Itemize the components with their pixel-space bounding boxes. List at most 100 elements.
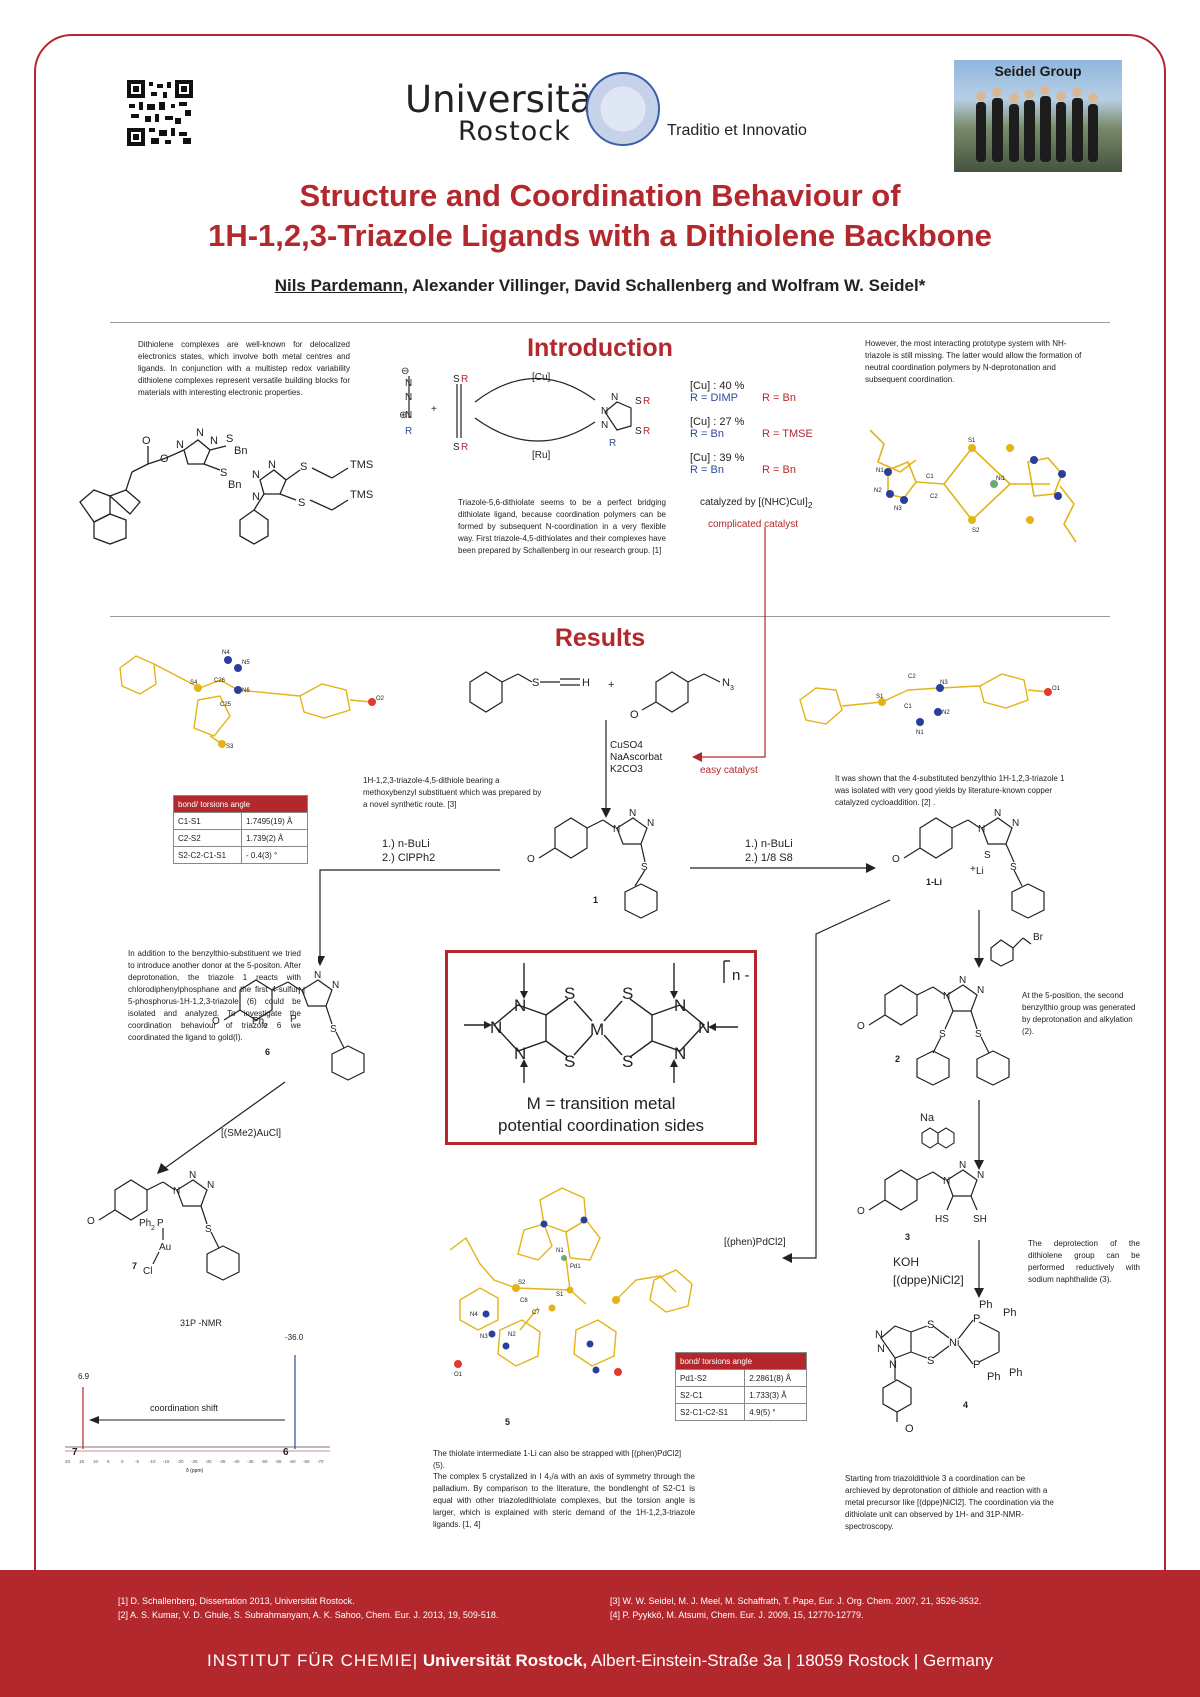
svg-text:N3: N3 <box>480 1334 488 1340</box>
university-motto: Traditio et Innovatio <box>667 122 807 139</box>
svg-text:S: S <box>1010 862 1017 873</box>
svg-text:S1: S1 <box>968 438 976 444</box>
svg-text:S1: S1 <box>556 1292 564 1298</box>
catalyst-ru-label: [Ru] <box>532 450 551 461</box>
catalyst-cu-label: [Cu] <box>532 372 551 383</box>
bis-dithiolene-complex: NNN SSM SS NNN <box>464 960 738 1093</box>
complicated-catalyst-label: complicated catalyst <box>708 519 799 530</box>
svg-text:S: S <box>298 497 305 509</box>
references-left: [1] D. Schallenberg, Dissertation 2013, … <box>118 1594 598 1622</box>
university-name: Universität <box>405 78 607 121</box>
svg-text:-35: -35 <box>219 1459 226 1464</box>
svg-text:S: S <box>622 984 633 1003</box>
svg-text:O: O <box>160 453 169 465</box>
svg-text:N: N <box>405 392 412 403</box>
svg-text:S2: S2 <box>518 1280 526 1286</box>
svg-text:S: S <box>564 984 575 1003</box>
results-heading: Results <box>554 624 646 652</box>
svg-text:S: S <box>635 396 642 407</box>
svg-text:N: N <box>889 1359 897 1371</box>
nmr-shift-label: coordination shift <box>150 1403 219 1413</box>
references-right: [3] W. W. Seidel, M. J. Meel, M. Schaffr… <box>610 1594 1090 1622</box>
introduction-heading: Introduction <box>527 334 673 362</box>
yield-r2-2: R = TMSE <box>762 428 813 440</box>
compound-4-label: 4 <box>963 1400 969 1410</box>
box-line-2: potential coordination sides <box>497 1116 705 1135</box>
nmr-title: 31P -NMR <box>180 1318 222 1328</box>
svg-text:C2: C2 <box>930 494 938 500</box>
svg-text:C1: C1 <box>926 474 934 480</box>
nmr-6-label: 6 <box>283 1447 289 1458</box>
svg-text:N: N <box>210 435 218 447</box>
arrow-to-1li <box>690 863 876 873</box>
svg-text:S: S <box>975 1029 982 1040</box>
footer-band: [1] D. Schallenberg, Dissertation 2013, … <box>0 1570 1200 1697</box>
text-gold-intro: In addition to the benzylthio-substituen… <box>128 949 301 1042</box>
nickel-reagents: KOH [(dppe)NiCl2] <box>893 1255 964 1287</box>
svg-text:Cl: Cl <box>143 1266 152 1277</box>
svg-text:O: O <box>87 1216 95 1227</box>
svg-text:-60: -60 <box>289 1459 296 1464</box>
svg-text:N: N <box>978 824 985 835</box>
svg-text:3: 3 <box>730 685 734 692</box>
svg-text:R: R <box>405 426 412 437</box>
nmr-peak-1-label: 6.9 <box>78 1372 90 1381</box>
svg-text:-50: -50 <box>261 1459 268 1464</box>
down-arrow-3 <box>974 1100 984 1170</box>
svg-text:N: N <box>601 420 608 431</box>
compound-1-label: 1 <box>593 895 599 905</box>
svg-text:N: N <box>698 1018 710 1037</box>
svg-text:Pd1: Pd1 <box>570 1264 581 1270</box>
arrow-to-6 <box>318 869 500 966</box>
svg-text:HS: HS <box>935 1214 949 1225</box>
nmr-peak-2-label: -36.0 <box>285 1333 304 1342</box>
svg-text:O2: O2 <box>376 696 385 702</box>
sodium-label: Na <box>920 1112 935 1124</box>
catalyst-arrow <box>692 527 766 762</box>
svg-text:S3: S3 <box>226 744 234 750</box>
svg-text:N: N <box>173 1186 180 1197</box>
benzyl-bromide-structure <box>990 937 1032 967</box>
svg-text:P: P <box>157 1218 164 1229</box>
text-deprotection: The deprotection of the dithiolene group… <box>1028 1239 1140 1284</box>
svg-text:SH: SH <box>973 1214 987 1225</box>
svg-text:0: 0 <box>121 1459 124 1464</box>
qr-code[interactable] <box>127 80 193 146</box>
svg-text:N: N <box>943 1176 950 1187</box>
svg-text:S: S <box>453 374 460 385</box>
compound-7-label: 7 <box>132 1261 138 1271</box>
svg-text:S: S <box>300 461 307 473</box>
svg-text:Ph: Ph <box>987 1371 1000 1383</box>
svg-text:S: S <box>927 1355 934 1367</box>
down-arrow-1 <box>601 720 611 818</box>
svg-text:N4: N4 <box>222 650 230 656</box>
svg-text:R: R <box>461 442 468 453</box>
svg-text:N: N <box>943 991 950 1002</box>
svg-text:P: P <box>973 1313 980 1325</box>
cycloaddition-reagents: CuSO4 NaAscorbat K2CO3 <box>610 740 663 775</box>
svg-text:S: S <box>226 433 233 445</box>
intro-center-text: Triazole-5,6-dithiolate seems to be a pe… <box>458 498 666 555</box>
svg-text:C2: C2 <box>908 674 916 680</box>
step-right-reagents: 1.) n-BuLi 2.) 1/8 S8 <box>745 838 793 864</box>
svg-text:N3: N3 <box>940 680 948 686</box>
svg-text:-40: -40 <box>233 1459 240 1464</box>
svg-text:S2: S2 <box>972 528 980 534</box>
svg-text:-45: -45 <box>247 1459 254 1464</box>
svg-text:N4: N4 <box>470 1312 478 1318</box>
svg-text:N: N <box>629 808 636 819</box>
svg-text:5: 5 <box>107 1459 110 1464</box>
bromide-label: Br <box>1033 932 1043 943</box>
svg-text:15: 15 <box>79 1459 85 1464</box>
